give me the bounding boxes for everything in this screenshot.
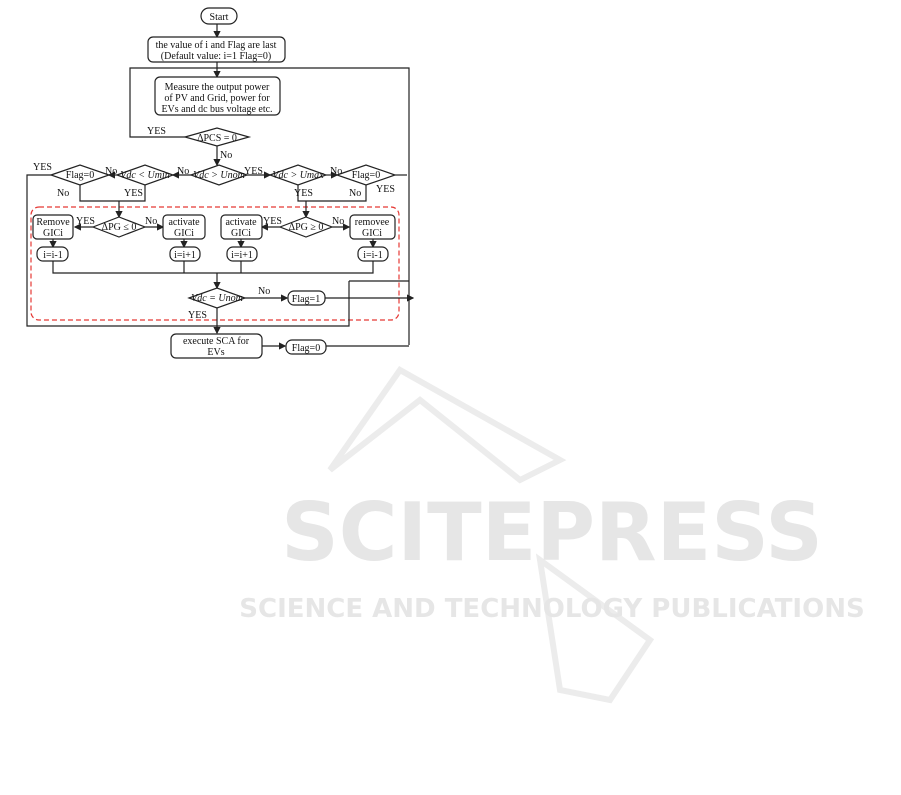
start-node: Start	[200, 7, 238, 25]
svg-text:i=i+1: i=i+1	[231, 250, 253, 261]
watermark-subtitle: SCIENCE AND TECHNOLOGY PUBLICATIONS	[239, 594, 864, 624]
svg-text:Vdc = Unom: Vdc = Unom	[191, 293, 243, 304]
svg-text:removee: removee	[355, 217, 390, 228]
watermark-logo-icon	[327, 366, 655, 704]
decision-umax: Vdc > Umax	[268, 164, 328, 186]
svg-text:of PV and Grid, power for: of PV and Grid, power for	[164, 93, 270, 104]
decision-pg-ge: ΔPG ≥ 0	[278, 216, 334, 238]
decision-umin: Vdc < Umin	[115, 164, 175, 186]
svg-text:No: No	[349, 188, 361, 199]
dec-node-1: i=i-1	[36, 246, 69, 262]
connectors	[26, 24, 415, 350]
svg-text:No: No	[177, 166, 189, 177]
measure-node: Measure the output power of PV and Grid,…	[154, 76, 281, 116]
svg-text:GICi: GICi	[362, 228, 382, 239]
decision-flag-right: Flag=0	[335, 164, 397, 186]
flag0-node: Flag=0	[285, 339, 327, 355]
execute-node: execute SCA for EVs	[170, 333, 263, 359]
init-node: the value of i and Flag are last (Defaul…	[147, 36, 286, 63]
decision-pg-le: ΔPG ≤ 0	[91, 216, 147, 238]
svg-text:YES: YES	[376, 184, 395, 195]
remove-gic-left: Remove GICi	[32, 214, 74, 240]
decision-unom: Vdc > Unom	[189, 164, 249, 186]
svg-text:YES: YES	[76, 216, 95, 227]
svg-text:YES: YES	[147, 126, 166, 137]
svg-text:No: No	[145, 216, 157, 227]
svg-text:GICi: GICi	[174, 228, 194, 239]
dashed-region	[30, 206, 400, 321]
svg-text:Vdc < Umin: Vdc < Umin	[120, 170, 170, 181]
decision-flag-left: Flag=0	[49, 164, 111, 186]
dec-node-2: i=i-1	[357, 246, 389, 262]
svg-text:Flag=0: Flag=0	[352, 170, 380, 181]
svg-text:ΔPG ≥ 0: ΔPG ≥ 0	[289, 222, 324, 233]
svg-text:YES: YES	[33, 162, 52, 173]
decision-eq: Vdc = Unom	[187, 287, 247, 309]
decision-pcs: ΔPCS = 0	[182, 127, 252, 147]
svg-text:the value of i and Flag are la: the value of i and Flag are last	[156, 40, 277, 51]
svg-text:No: No	[258, 286, 270, 297]
svg-text:Flag=0: Flag=0	[66, 170, 94, 181]
svg-text:No: No	[220, 150, 232, 161]
svg-text:GICi: GICi	[231, 228, 251, 239]
svg-text:GICi: GICi	[43, 228, 63, 239]
svg-text:i=i-1: i=i-1	[43, 250, 63, 261]
svg-text:EVs and dc bus voltage etc.: EVs and dc bus voltage etc.	[161, 104, 272, 115]
flag1-node: Flag=1	[287, 290, 326, 306]
svg-text:Vdc > Unom: Vdc > Unom	[193, 170, 245, 181]
svg-text:EVs: EVs	[207, 347, 224, 358]
svg-text:Remove: Remove	[36, 217, 70, 228]
watermark: SCITEPRESS SCIENCE AND TECHNOLOGY PUBLIC…	[239, 366, 865, 704]
edge-labels: YES No YES No No YES No YES YES No No YE…	[33, 126, 395, 321]
watermark-title: SCITEPRESS	[281, 486, 823, 579]
svg-text:activate: activate	[225, 217, 257, 228]
svg-text:Flag=1: Flag=1	[292, 294, 320, 305]
remove-gic-right: removee GICi	[349, 214, 396, 240]
svg-text:YES: YES	[263, 216, 282, 227]
activate-gic-1: activate GICi	[162, 214, 206, 240]
svg-text:YES: YES	[188, 310, 207, 321]
svg-text:Measure the output power: Measure the output power	[165, 82, 270, 93]
svg-text:No: No	[105, 166, 117, 177]
svg-text:(Default value: i=1 Flag=0): (Default value: i=1 Flag=0)	[161, 51, 271, 62]
svg-text:YES: YES	[294, 188, 313, 199]
svg-text:i=i+1: i=i+1	[174, 250, 196, 261]
svg-text:ΔPCS = 0: ΔPCS = 0	[197, 133, 237, 144]
svg-text:i=i-1: i=i-1	[363, 250, 383, 261]
inc-node-2: i=i+1	[226, 246, 258, 262]
svg-text:No: No	[332, 216, 344, 227]
svg-text:No: No	[57, 188, 69, 199]
svg-text:ΔPG ≤ 0: ΔPG ≤ 0	[102, 222, 137, 233]
svg-text:Start: Start	[210, 12, 229, 23]
inc-node-1: i=i+1	[169, 246, 201, 262]
svg-text:activate: activate	[168, 217, 200, 228]
svg-text:YES: YES	[124, 188, 143, 199]
svg-text:Vdc > Umax: Vdc > Umax	[272, 170, 324, 181]
svg-text:YES: YES	[244, 166, 263, 177]
svg-text:No: No	[330, 166, 342, 177]
activate-gic-2: activate GICi	[220, 214, 263, 240]
svg-text:Flag=0: Flag=0	[292, 343, 320, 354]
svg-text:execute SCA for: execute SCA for	[183, 336, 250, 347]
